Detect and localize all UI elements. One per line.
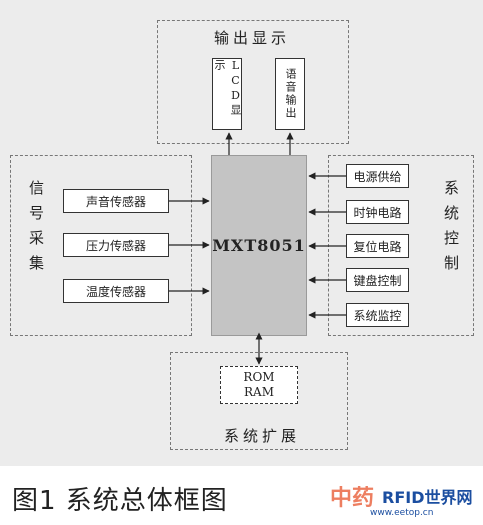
signal-group-title: 信号采集 xyxy=(27,180,45,280)
sound-sensor-box: 声音传感器 xyxy=(63,189,169,213)
control-group-title: 系统控制 xyxy=(442,180,460,280)
voice-output-box: 语音输出 xyxy=(275,58,305,130)
expansion-group-title: 系统扩展 xyxy=(224,427,301,445)
watermark-logo: 中药 RFID世界网 www.eetop.cn xyxy=(330,472,480,522)
system-monitor-box: 系统监控 xyxy=(346,303,409,327)
watermark-line3: www.eetop.cn xyxy=(370,508,434,518)
figure-caption: 图1 系统总体框图 xyxy=(12,486,228,516)
mcu-block: MXT8051 xyxy=(211,155,307,336)
keyboard-control-box: 键盘控制 xyxy=(346,268,409,292)
output-group-title: 输出显示 xyxy=(214,29,291,47)
diagram-canvas: 输出显示 信号采集 系统控制 系统扩展 LCD显示 语音输出 MXT8051 声… xyxy=(0,0,483,466)
watermark-line2: RFID世界网 xyxy=(382,488,473,507)
watermark-line1: 中药 xyxy=(330,486,375,511)
output-group xyxy=(157,20,349,144)
rom-ram-box: ROM RAM xyxy=(220,366,298,404)
rom-label: ROM xyxy=(243,370,275,384)
ram-label: RAM xyxy=(244,385,274,399)
reset-circuit-box: 复位电路 xyxy=(346,234,409,258)
connector-lines xyxy=(169,132,346,365)
temperature-sensor-box: 温度传感器 xyxy=(63,279,169,303)
clock-circuit-box: 时钟电路 xyxy=(346,200,409,224)
lcd-display-box: LCD显示 xyxy=(212,58,242,130)
pressure-sensor-box: 压力传感器 xyxy=(63,233,169,257)
power-supply-box: 电源供给 xyxy=(346,164,409,188)
